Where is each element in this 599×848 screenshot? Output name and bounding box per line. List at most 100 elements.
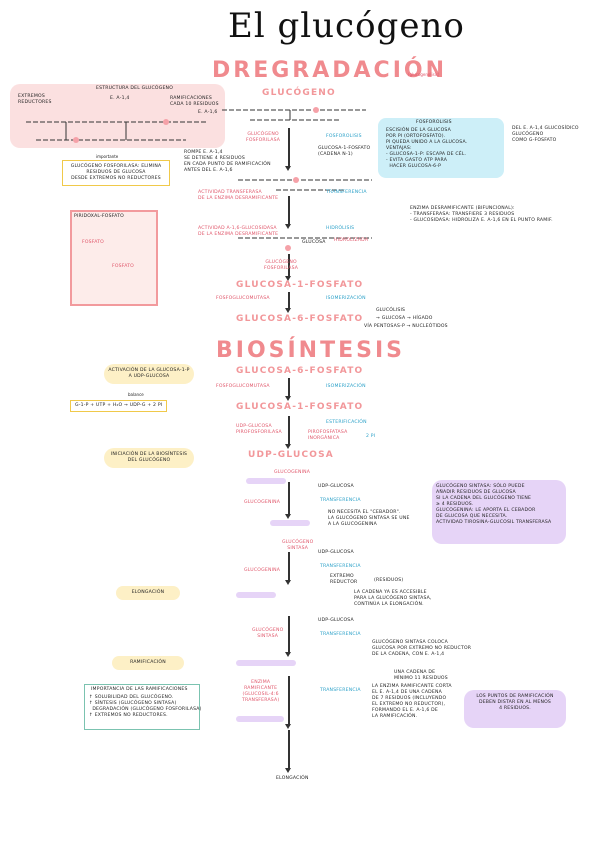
glycogenin-side: glucogenina <box>244 500 281 505</box>
branch-distance: los puntos de ramificación deben distar … <box>464 690 566 728</box>
arrow-4 <box>285 292 291 313</box>
phosphorolysis-side: del e. α-1,4 glucosídico glucógeno como … <box>512 126 579 143</box>
chain-bar-1 <box>236 592 276 598</box>
arrow-11 <box>285 730 291 773</box>
branch-note: ramificaciones cada 10 residuos <box>170 96 219 107</box>
transfer-bio-2: transferencia <box>320 564 361 569</box>
hydrolyzed-label: hidrolizada <box>334 238 369 243</box>
glycogen-label: GLUCÓGENO <box>262 88 336 98</box>
arrow-9 <box>285 616 291 657</box>
transferase-activity: actividad transferasa de la enzima desra… <box>198 190 279 201</box>
phosphorolysis-box-title: fosforolisis <box>416 120 452 125</box>
g6p-bio: GLUCOSA-6-FOSFATO <box>236 366 364 376</box>
isomerization-bio: isomerización <box>326 384 366 389</box>
debranching-enzyme: enzima desramificante (bifuncional): - t… <box>410 206 553 223</box>
importance-box: importancia de las ramificaciones ↑ solu… <box>84 684 202 730</box>
branching-desc: la enzima ramificante corta el e. α-1,4 … <box>372 684 452 719</box>
importance-list: ↑ solubilidad del glucógeno. ↑ síntesis … <box>89 695 202 718</box>
two-pi: 2 Pi <box>366 434 376 439</box>
to-liver: → glucosa → hígado <box>376 316 433 321</box>
alpha14-bond: E. α-1,4 <box>110 96 130 101</box>
pentose-path: vía pentosas-P → nucleótidos <box>364 324 448 329</box>
udp-glucose-small-2: udp-glucosa <box>318 550 354 555</box>
transfer-label: transferencia <box>326 190 367 195</box>
udp-glucose: UDP-GLUCOSA <box>248 450 334 460</box>
arrow-2 <box>285 196 291 229</box>
reducing-end: extremo reductor <box>330 574 358 585</box>
important-label: importante <box>96 154 119 159</box>
residues-label: (residuos) <box>374 578 404 583</box>
arrow-7 <box>285 482 291 519</box>
degradation-heading: DREGRADACIÓN <box>212 58 447 83</box>
balance-equation: G-1-P + UTP + H₂O → UDP-G + 2 Pi <box>70 400 168 412</box>
cut-note: rompe e. α-1,4 se detiene 4 residuos en … <box>184 150 271 173</box>
arrow-3 <box>285 254 291 281</box>
chain-bar-2 <box>236 660 296 666</box>
branching-enzyme: enzima ramificante (glucosil-4:6 transfe… <box>242 680 280 703</box>
glycogen-chain-2 <box>238 177 372 191</box>
isomerization-degradation: isomerización <box>326 296 366 301</box>
pyridoxal-phosphate-1: fosfato <box>82 240 105 245</box>
page-title: El glucógeno <box>228 6 465 46</box>
glycogenin-bar-1 <box>246 478 286 484</box>
glycogen-structure-diagram <box>26 119 206 143</box>
arrow-6 <box>285 416 291 449</box>
arrow-8 <box>285 552 291 585</box>
glycogen-chain-1 <box>222 107 366 121</box>
arrow-10 <box>285 676 291 729</box>
activation-note: activación de la glucosa-1-P a UDP-gluco… <box>104 364 194 384</box>
glycogen-phosphorylase-2: glucógeno fosforilasa <box>264 260 299 271</box>
glycogen-synthase-1: glucógeno sintasa <box>282 540 314 551</box>
pyridoxal-title: piridoxal-fosfato <box>74 214 124 219</box>
alpha16-bond: E. α-1,6 <box>198 110 218 115</box>
balance-label: balance <box>128 392 144 397</box>
pgm-degradation: fosfoglucomutasa <box>216 296 270 301</box>
biosynthesis-heading: BIOSÍNTESIS <box>216 338 406 363</box>
hydrolysis-label: hidrólisis <box>326 226 355 231</box>
important-note: glucógeno fosforilasa: elimina residuos … <box>62 160 170 186</box>
degradation-hint: (glucogenolisis) <box>408 72 440 77</box>
structure-box: estructura del glucógeno extremos reduct… <box>10 84 225 148</box>
ramification-pill: ramificación <box>112 656 184 670</box>
g6p-degradation: GLUCOSA-6-FOSFATO <box>236 314 364 324</box>
arrow-1 <box>285 128 291 171</box>
structure-title: estructura del glucógeno <box>96 86 174 91</box>
phosphorolysis-label: fosforolisis <box>326 134 362 139</box>
pgm-bio: fosfoglucomutasa <box>216 384 270 389</box>
glycogen-synthase-2: glucógeno sintasa <box>252 628 284 639</box>
pyridoxal-phosphate-2: fosfato <box>112 264 135 269</box>
glucosidase-activity: actividad α-1,6-glucosidasa de la enzima… <box>198 226 279 237</box>
chain-min: una cadena de mínimo 11 residuos <box>394 670 448 681</box>
glycogenin-bar-2 <box>270 520 310 526</box>
ramif-text: glucógeno sintasa coloca glucosa por ext… <box>372 640 472 657</box>
glycogen-chain-3 <box>238 237 372 251</box>
accessible-chain: la cadena ya es accesible para la glucóg… <box>354 590 432 607</box>
g1p-chain: glucosa-1-fosfato (cadena n-1) <box>318 146 371 157</box>
initiation-note: iniciación de la biosíntesis del glucóge… <box>104 448 194 468</box>
g1p-degradation: GLUCOSA-1-FOSFATO <box>236 280 364 290</box>
udp-pyrophosphorylase: udp-glucosa pirofosforilasa <box>236 424 282 435</box>
primer-note: no necesita el "cebador". la glucógeno s… <box>328 510 410 527</box>
reducing-ends: extremos reductores <box>18 94 52 105</box>
transfer-bio-4: transferencia <box>320 688 361 693</box>
importance-title: importancia de las ramificaciones <box>91 687 188 692</box>
final-elongation: elongación <box>276 776 309 781</box>
udp-glucose-small-3: udp-glucosa <box>318 618 354 623</box>
transfer-bio-1: transferencia <box>320 498 361 503</box>
elongation-pill: elongación <box>116 586 180 600</box>
phosphorolysis-box: fosforolisis escisión de la glucosa por … <box>378 118 504 178</box>
phosphorolysis-box-text: escisión de la glucosa por Pi (ortofosfa… <box>386 128 468 169</box>
glycolysis: glucólisis <box>376 308 406 313</box>
udp-glucose-small: udp-glucosa <box>318 484 354 489</box>
chain-bar-3 <box>236 716 284 722</box>
glycogenin-2: glucogenina <box>244 568 281 573</box>
glycogen-phosphorylase: glucógeno fosforilasa <box>246 132 281 143</box>
pyridoxal-box: piridoxal-fosfato fosfato fosfato <box>70 210 158 306</box>
esterification: esterificación <box>326 420 367 425</box>
glycogenin-top: glucogenina <box>274 470 311 475</box>
glucose-label: glucosa <box>302 240 326 245</box>
g1p-bio: GLUCOSA-1-FOSFATO <box>236 402 364 412</box>
synthase-box: glucógeno sintasa: sólo puede añadir res… <box>432 480 566 544</box>
inorganic-pyrophosphatase: pirofosfatasa inorgánica <box>308 430 348 441</box>
arrow-5 <box>285 378 291 401</box>
